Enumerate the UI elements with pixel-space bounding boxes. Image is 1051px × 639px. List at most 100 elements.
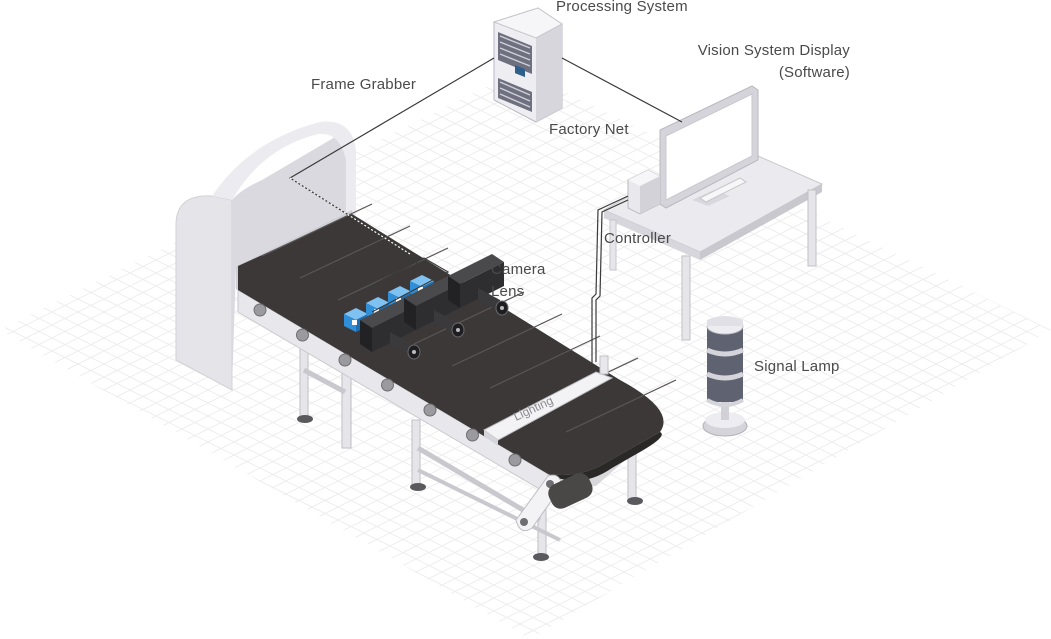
grid-line <box>0 70 157 639</box>
grid-line <box>519 70 1051 639</box>
lens-glass <box>500 306 504 310</box>
lens-barrel <box>390 332 412 356</box>
controller-cable-2 <box>595 199 629 362</box>
grid-line <box>545 70 1051 639</box>
grid-line <box>935 70 1051 639</box>
controller-cable-1 <box>591 195 629 364</box>
grid-line <box>467 70 1051 639</box>
grid-line <box>0 70 131 639</box>
camera-front <box>448 276 460 308</box>
belt-seam <box>299 225 411 279</box>
box-label <box>396 298 401 303</box>
camera-top <box>448 254 504 284</box>
camera-lens-label: Camera Lens <box>491 261 546 300</box>
camera-front <box>360 320 372 352</box>
grid-line <box>207 70 1051 639</box>
box-label <box>418 287 423 292</box>
frame-grabber-cable <box>288 57 495 269</box>
camera-top <box>360 298 416 328</box>
grid-line <box>233 70 1051 639</box>
camera-side <box>460 262 504 308</box>
rail-roller <box>253 303 267 317</box>
processing-system-label: Processing System <box>556 0 688 15</box>
grid-line <box>0 70 27 639</box>
grid-line <box>545 70 1051 639</box>
rail-roller <box>296 328 309 342</box>
grid-line <box>0 70 157 639</box>
grid-line <box>155 70 1051 639</box>
grid-line <box>389 70 1051 639</box>
grid-line <box>0 70 183 639</box>
processing-system-rack <box>492 7 563 123</box>
cables <box>288 57 683 364</box>
grid-line <box>961 70 1051 639</box>
conveyor-legs <box>297 329 643 561</box>
grid-line <box>0 70 131 639</box>
grid-line <box>1039 70 1051 639</box>
grid-line <box>415 70 1051 639</box>
rail-roller <box>508 453 522 467</box>
camera-bracket <box>343 257 450 313</box>
grid-line <box>0 70 27 639</box>
conveyor-belt <box>237 203 677 532</box>
belt-seam <box>413 291 525 345</box>
grid-line <box>0 70 287 639</box>
camera-array <box>360 254 509 360</box>
grid-line <box>0 70 651 639</box>
grid-line <box>753 70 1051 639</box>
grid-line <box>0 70 677 639</box>
rail-roller <box>423 403 437 417</box>
belt-seam <box>489 335 601 389</box>
box-label <box>352 320 357 325</box>
lens-barrel <box>478 288 500 312</box>
grid-line <box>337 70 1051 639</box>
grid-line <box>909 70 1051 639</box>
grid-line <box>1013 70 1051 639</box>
vision-display-label: Vision System Display (Software) <box>697 42 850 81</box>
camera <box>360 298 421 360</box>
lens-glass <box>456 328 460 332</box>
grid-line <box>0 70 53 639</box>
grid-line <box>987 70 1051 639</box>
lens-barrel <box>434 310 456 334</box>
grid-line <box>363 70 1051 639</box>
grid-line <box>831 70 1051 639</box>
grid-line <box>285 70 1051 639</box>
belt-seam <box>261 203 373 257</box>
signal-lamp-tower <box>702 316 748 437</box>
lens-glass <box>412 350 416 354</box>
box-left <box>344 314 356 332</box>
controller-label: Controller <box>604 230 672 247</box>
grid-line <box>311 70 1051 639</box>
grid-line <box>0 70 807 639</box>
grid-line <box>259 70 1051 639</box>
vision-workstation <box>602 85 824 341</box>
rail-roller <box>338 353 352 367</box>
signal-lamp-label: Signal Lamp <box>754 358 840 375</box>
grid-line <box>519 70 1051 639</box>
grid-line <box>441 70 1051 639</box>
grid-line <box>0 70 625 639</box>
controller-box <box>627 169 661 215</box>
grid-line <box>181 70 1051 639</box>
belt-seam <box>451 313 563 367</box>
grid-line <box>0 70 287 639</box>
grid-line <box>0 70 599 639</box>
grid-line <box>857 70 1051 639</box>
grid-line <box>0 70 781 639</box>
camera <box>448 254 509 316</box>
factory-net-cable <box>561 57 683 123</box>
camera-front <box>404 298 416 330</box>
rail-roller <box>466 428 479 442</box>
grid-line <box>0 70 183 639</box>
grid-line <box>753 70 1051 639</box>
grid-line <box>0 70 703 639</box>
belt-seam <box>565 379 677 433</box>
frame-grabber-label: Frame Grabber <box>311 76 417 93</box>
grid-line <box>0 70 53 639</box>
rail-roller <box>381 378 394 392</box>
camera-top <box>404 276 460 306</box>
factory-net-label: Factory Net <box>549 121 629 138</box>
